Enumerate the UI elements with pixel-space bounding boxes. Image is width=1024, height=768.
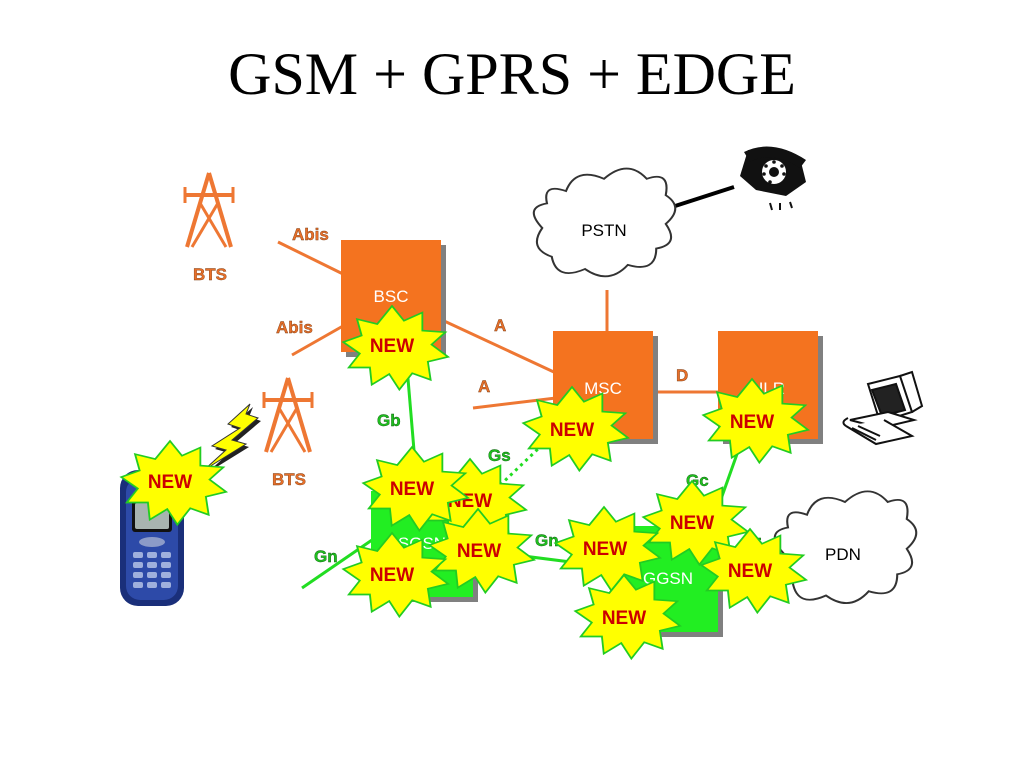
phone-pstn-link — [671, 185, 735, 209]
bts-tower-icon — [262, 376, 314, 454]
a-label-2: A — [478, 377, 490, 396]
bts-label-1: BTS — [193, 265, 227, 284]
a-label-1: A — [494, 316, 506, 335]
new-burst-label: NEW — [583, 539, 627, 560]
pdn-label: PDN — [825, 545, 861, 564]
abis-link-1 — [277, 240, 346, 277]
new-burst-label: NEW — [602, 608, 646, 629]
telephone-icon — [740, 146, 806, 211]
pstn-label: PSTN — [581, 221, 626, 240]
bsc-label: BSC — [374, 287, 409, 306]
gn-label-1: Gn — [314, 547, 338, 566]
lightning-icon — [203, 403, 261, 473]
slide-title: GSM + GPRS + EDGE — [228, 41, 796, 107]
gs-label: Gs — [488, 446, 511, 465]
new-burst-label: NEW — [730, 412, 774, 433]
gb-label: Gb — [377, 411, 401, 430]
computer-icon — [842, 370, 924, 446]
a-link-bsc-msc — [441, 318, 557, 375]
msc-label: MSC — [584, 379, 622, 398]
new-burst-label: NEW — [728, 561, 772, 582]
new-burst-label: NEW — [670, 513, 714, 534]
bts-tower-icon — [183, 171, 235, 249]
new-burst-label: NEW — [148, 472, 192, 493]
new-burst-label: NEW — [550, 420, 594, 441]
bts-label-2: BTS — [272, 470, 306, 489]
new-burst-label: NEW — [370, 565, 414, 586]
ggsn-label: GGSN — [643, 569, 693, 588]
new-burst-label: NEW — [370, 336, 414, 357]
gn-label-2: Gn — [535, 531, 559, 550]
abis-label-2: Abis — [276, 318, 313, 337]
abis-label-1: Abis — [292, 225, 329, 244]
gs-link — [493, 426, 562, 492]
abis-link-2 — [291, 320, 351, 357]
a-link-2 — [472, 396, 557, 410]
d-label: D — [676, 366, 688, 385]
new-burst-label: NEW — [390, 479, 434, 500]
new-burst-label: NEW — [457, 541, 501, 562]
